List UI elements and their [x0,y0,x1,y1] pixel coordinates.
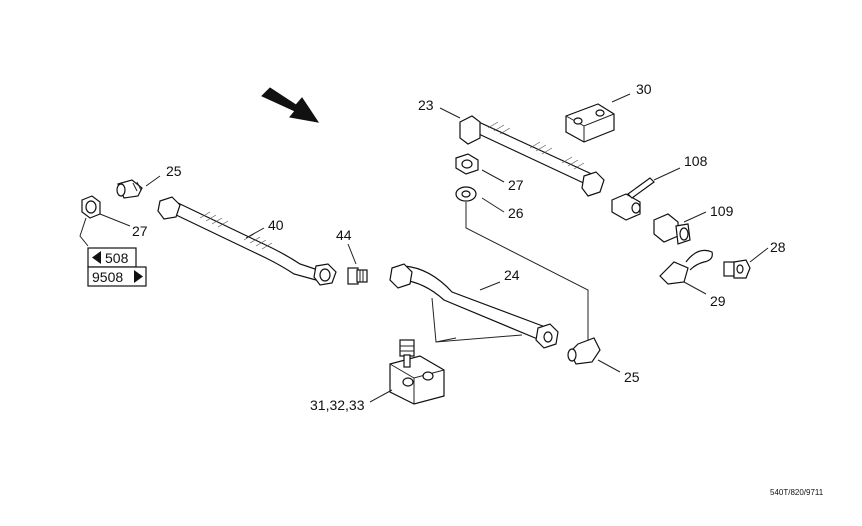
callout-40: 40 [268,217,284,233]
ball-valve-108 [611,177,655,221]
callout-25: 25 [166,163,182,179]
callout-26: 26 [508,205,524,221]
elbow-fitting-25-right [567,337,601,365]
callout-109: 109 [710,203,734,219]
callout-31-32-33: 31,32,33 [310,397,365,413]
callout-27: 27 [132,223,148,239]
page-ref-forward[interactable]: 9508 [87,266,147,287]
callout-24: 24 [504,267,520,283]
nut-27-left [81,195,101,219]
callout-30: 30 [636,81,652,97]
page-ref-back[interactable]: 508 [87,247,137,268]
nut-27-upper [455,153,479,175]
drawing-code: 540T/820/9711 [770,488,824,497]
adapter-44 [347,267,368,285]
coupling-28 [723,259,751,279]
adapter-109 [653,213,691,245]
callout-44: 44 [336,227,352,243]
view-direction-arrow [261,87,320,123]
callout-28: 28 [770,239,786,255]
page-ref-forward-label: 9508 [92,269,123,285]
leader-26-25 [465,202,589,340]
callout-25: 25 [624,369,640,385]
callout-23: 23 [418,97,434,113]
callout-108: 108 [684,153,708,169]
washer-26 [455,186,477,202]
hose-24 [389,263,559,349]
leader-24 [431,297,523,343]
elbow-fitting-25-left [116,179,143,199]
hose-23 [459,115,605,197]
hose-40 [157,196,337,286]
page-ref-back-label: 508 [105,250,129,266]
leader-lines [79,93,769,403]
block-30 [565,103,615,143]
dust-cap-29 [659,249,713,285]
callout-29: 29 [710,293,726,309]
clamp-31-32-33 [389,339,445,405]
callout-27: 27 [508,177,524,193]
